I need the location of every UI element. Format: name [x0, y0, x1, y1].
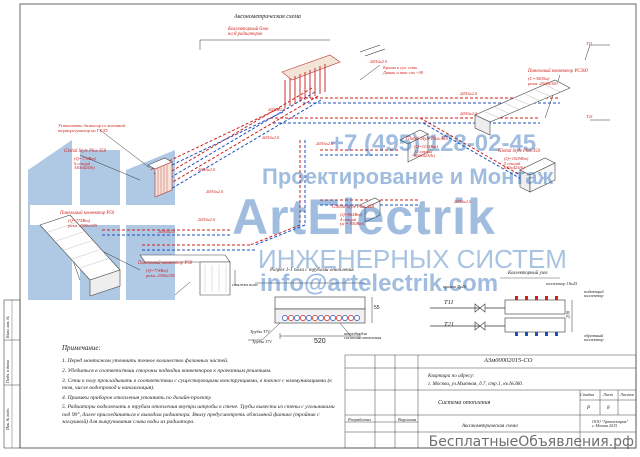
floor-section	[248, 282, 373, 341]
collector-label-a: коллектор 16x25	[546, 281, 578, 286]
pipe-label: 2Ø16х2.0	[460, 91, 478, 96]
label-global-right-spec: (Q=1005Вт) 5 секций 640х425(h)	[504, 156, 529, 170]
watermark-phone: +7 (495) 128-02-45	[330, 130, 537, 157]
collector-label-c: обратный коллектор	[584, 333, 604, 343]
label-global-right: Global Style Plus 350	[498, 149, 540, 154]
note-item: 4. Приямки приборов отопления уточнить п…	[62, 394, 212, 401]
pipe-label: 2Ø16х2.0	[198, 167, 216, 172]
label-panel-left-mid: Панельный конвектор P50	[60, 211, 115, 216]
watermark-sub: ИНЖЕНЕРНЫХ СИСТЕМ	[258, 244, 567, 274]
label-brass-valves: Краны в сух. сеть Давны и так сих ~38	[383, 65, 423, 75]
stamp-sheet: 8	[607, 406, 610, 411]
label-global-center: Global Style Plus 350	[406, 137, 448, 142]
stamp-address: г. Москва, ул.Мытная, д.7, стр.1, кв.№36…	[428, 381, 524, 387]
notes-header: Примечание:	[62, 344, 101, 352]
site-footer-watermark: БесплатныеОбъявления.рф	[428, 434, 634, 450]
pipe-label: 2Ø16х2.0	[460, 111, 478, 116]
pipe-label: 2Ø16х2.0	[454, 199, 472, 204]
stamp-sheets-header: Листов	[620, 392, 634, 397]
side-strip-1: Взам. инв. №	[5, 315, 10, 338]
watermark-tagline: Проектирование и Монтаж	[262, 164, 554, 189]
stamp-developer-role: Разработал	[348, 417, 372, 422]
screed-note: штробы для системы отопления	[344, 331, 382, 341]
collector-node-title: Коллекторный узел	[508, 271, 548, 276]
label-global-center-spec: (Q=1134Вт) 12 секций 860х425(h)	[414, 144, 439, 158]
watermark-site: info@artelectrik.com	[260, 270, 499, 297]
label-global-mid-spec: (Q=964Вт) 4 секций (м = 850Вт)	[340, 212, 364, 226]
radiator-center-global	[399, 129, 429, 163]
title-block	[344, 354, 637, 449]
pipe-label: 2Ø16х2.0	[158, 229, 176, 234]
pipe-label: 2Ø16х2.0	[268, 107, 286, 112]
radiator-mid-global	[359, 197, 381, 223]
stamp-system: Система отопления	[438, 400, 491, 406]
label-global-left: Global Style Plus 350	[64, 149, 106, 154]
section-title: Разрез 1-1 пола с трубами отопления	[270, 267, 354, 273]
watermark-brand: ArtElectrik	[232, 189, 496, 245]
stamp-code: АЗм00002015-СО	[484, 357, 533, 364]
valve-label: кранов Ду20	[443, 284, 466, 289]
label-global-left-spec: (Q=770Вт) 6 секций 340х425(h)	[74, 156, 97, 170]
pipe-tag-t11: Т11	[586, 41, 593, 46]
pipes-t721-label: Трубы Т71	[252, 339, 273, 344]
radiator-right-global	[519, 157, 556, 193]
stamp-sheet-header: Лист	[603, 392, 613, 397]
collector-node	[430, 277, 573, 336]
stamp-stage: Р	[587, 406, 591, 411]
radiator-left-panel	[39, 214, 121, 297]
notes-block: Примечание: 1. Перед монтажом уточнить т…	[62, 344, 342, 429]
label-panel-bottom: Панельный конвектор P50	[138, 261, 193, 266]
floor-layer-label: стяжка пола	[232, 282, 258, 287]
label-global-mid: Global Style Plus 350	[332, 205, 374, 210]
label-rad-top-right-spec: (С=3000м) разм. 2500х300	[528, 76, 558, 86]
leader-lines	[59, 39, 610, 296]
side-strip-2: Подп. и дата	[5, 360, 10, 383]
note-item: 2. Убедиться в соответствии стороны подв…	[62, 367, 272, 374]
label-rad-top-right: Панельный конвектор PC300	[528, 69, 588, 74]
label-rad-left-top: Установить балансир со вставкой терморег…	[58, 123, 126, 133]
pipe-label: 2Ø16х2.0	[370, 59, 388, 64]
stamp-sheet-title: Аксонометрическая схема	[462, 424, 518, 429]
collector-label-b: подающий коллектор	[584, 289, 604, 299]
pipe-label: 2Ø16х2.0	[262, 135, 280, 140]
stamp-address-header: Квартира по адресу:	[428, 373, 475, 379]
pipes-t71-label: Трубы Т71	[250, 329, 271, 334]
pipe-label: 2Ø16х2.0	[316, 141, 334, 146]
dimension-55: 55	[374, 305, 380, 311]
stamp-stage-header: Стадия	[580, 392, 595, 397]
label-collector-block: Коллекторный блок на 8 радиаторов	[228, 27, 269, 37]
radiator-bottom-panel	[139, 254, 231, 296]
pipe-label: 2Ø16х2.0	[198, 217, 216, 222]
drawing-title: Аксонометрическая схема	[234, 14, 301, 20]
note-item: 1. Перед монтажом уточнить точное количе…	[62, 358, 229, 365]
stamp-developer: Воронова	[398, 417, 417, 422]
stamp-company: ООО "Артэлектрик" г. Москва 2015	[592, 419, 629, 428]
pipe-label: 2Ø16х2.0	[206, 189, 224, 194]
pipe-t11: Т11	[444, 299, 454, 306]
side-strip-3: Инв. № подл.	[5, 407, 10, 430]
pipe-t21: Т21	[444, 321, 455, 328]
pipe-tag-t21: Т21	[586, 114, 593, 119]
radiator-top-right	[474, 79, 571, 136]
note-item: 3. Сети в полу прокладывать в соответств…	[62, 377, 332, 392]
note-item: 5. Радиаторы подключать к трубам отоплен…	[62, 404, 335, 426]
label-panel-bottom-spec: (Q=774Вт) разм. 2500х345	[146, 268, 176, 278]
radiator-left-global	[147, 157, 173, 198]
label-panel-left-mid-spec: (Q=774Вт) разм. 2500х345	[68, 218, 98, 228]
collector-block	[281, 44, 386, 108]
dimension-200: 200	[566, 310, 572, 319]
dimension-520: 520	[314, 338, 326, 345]
